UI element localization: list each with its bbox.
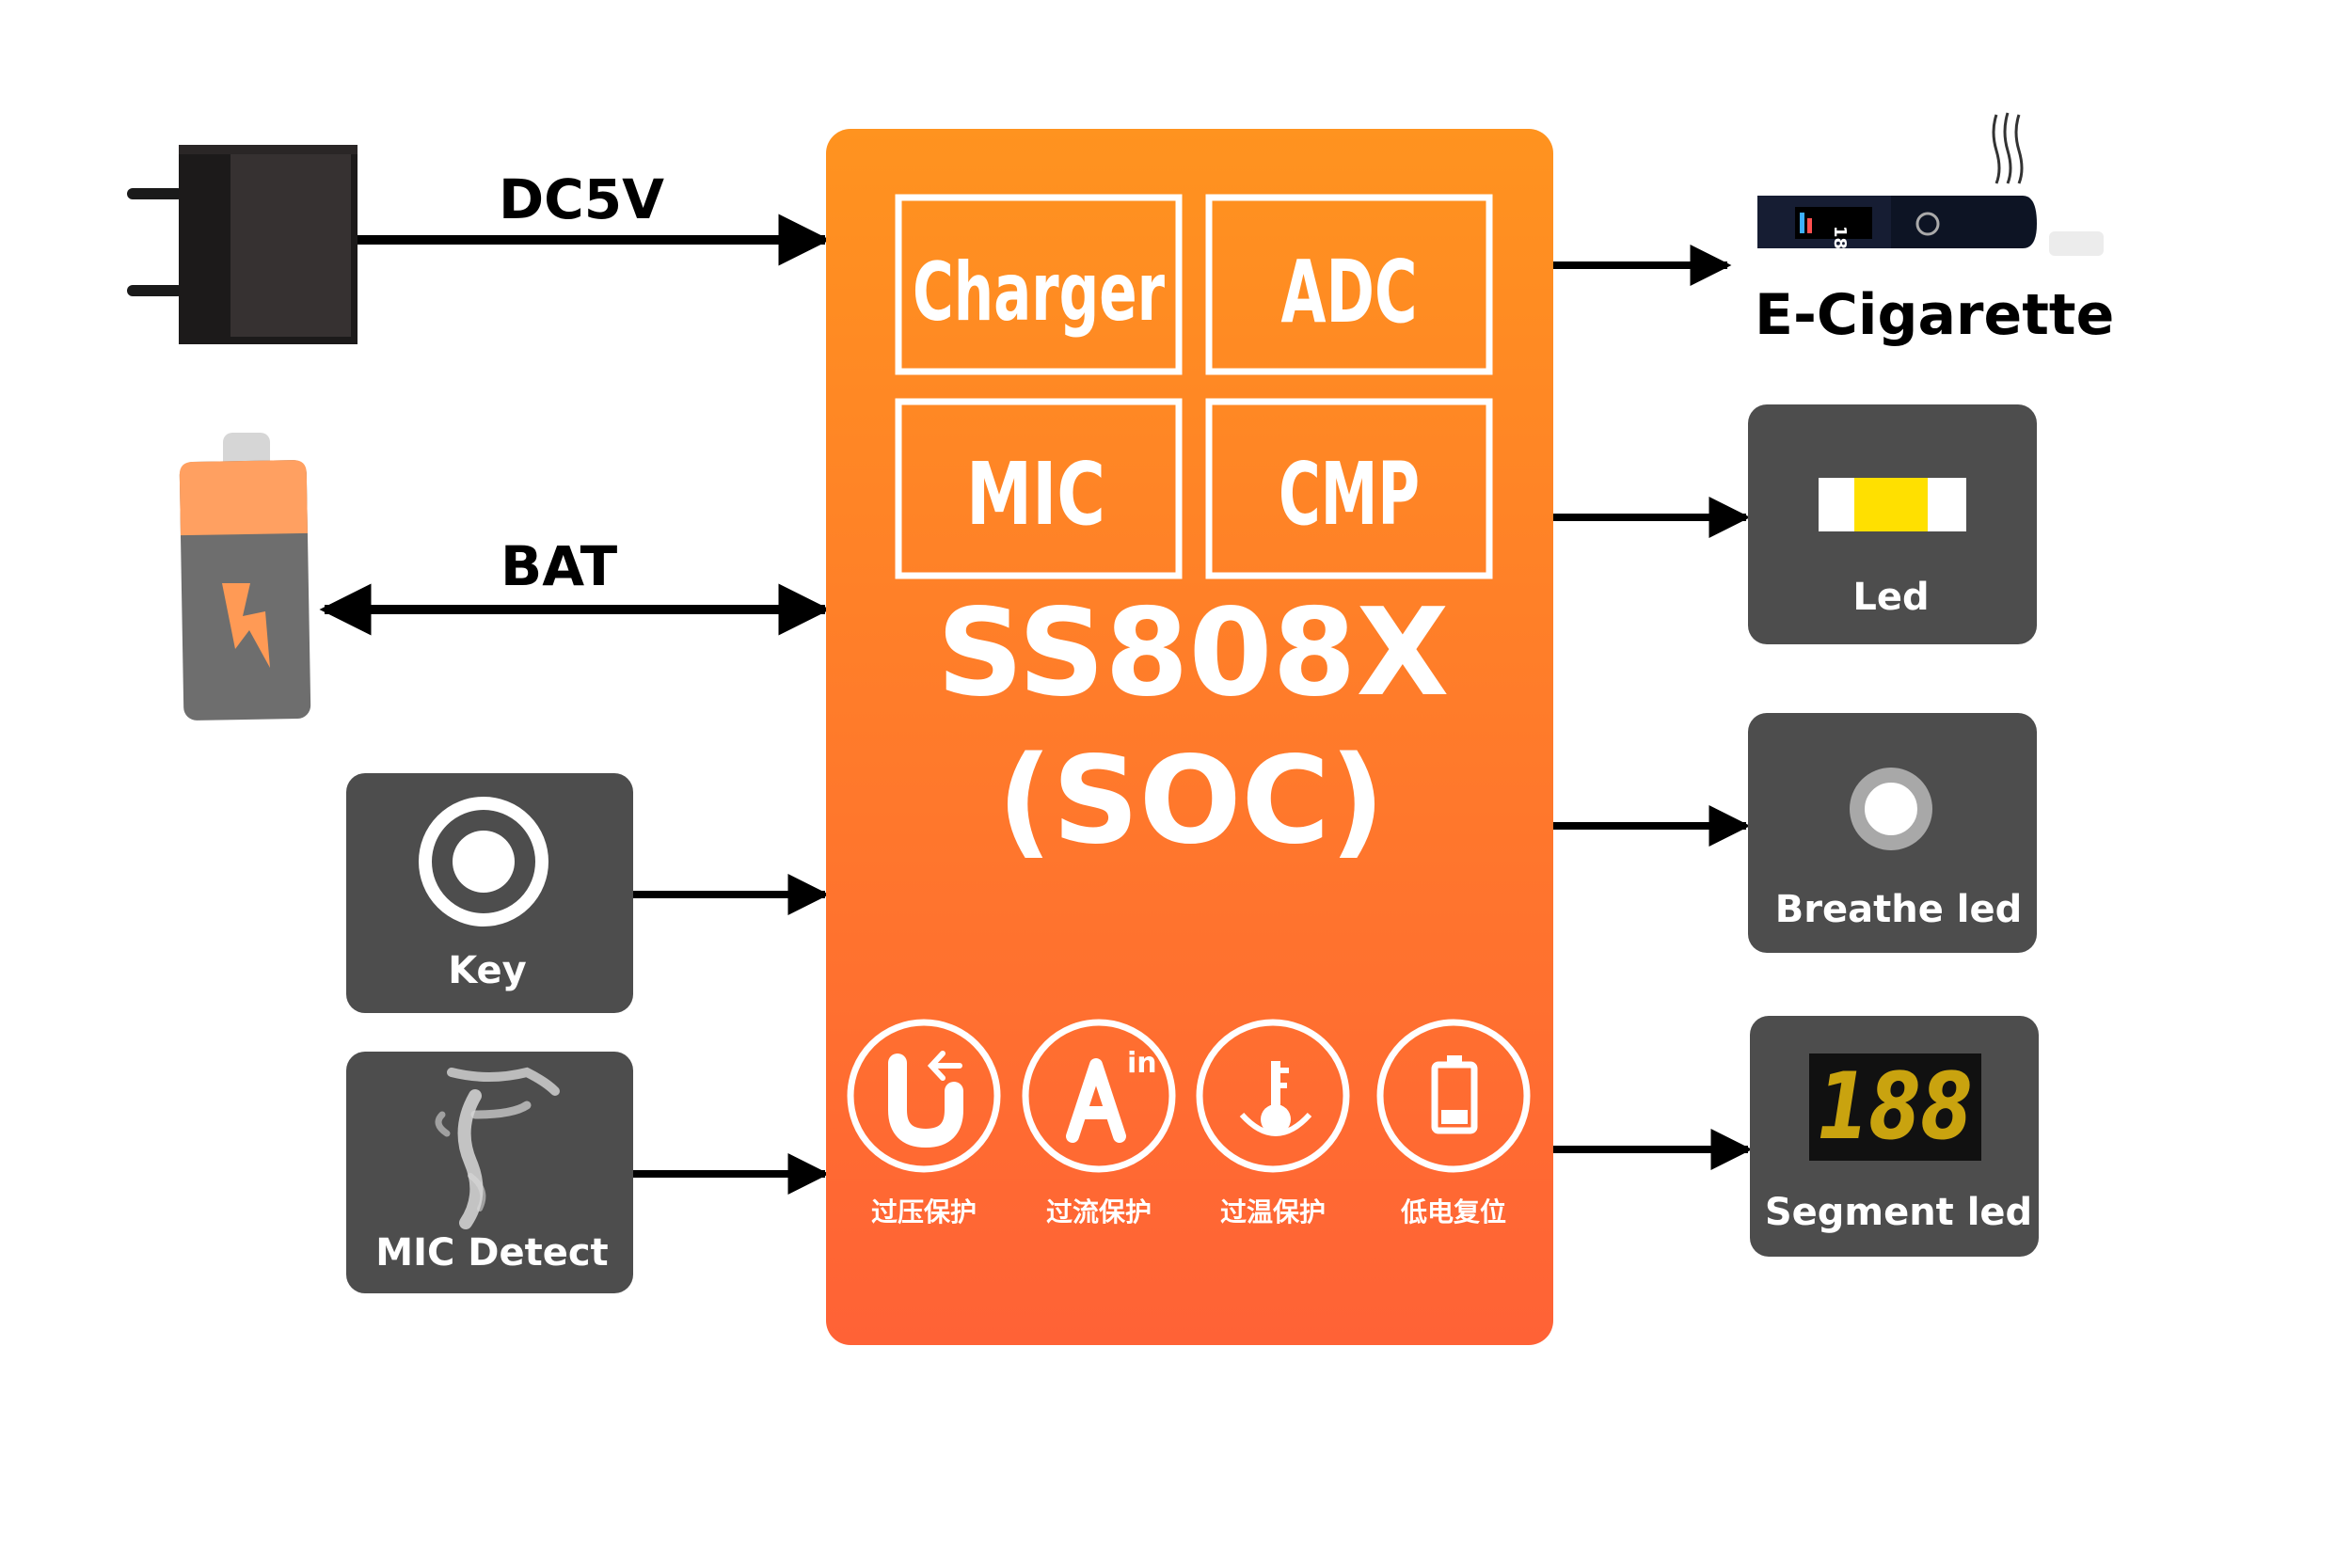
bat-label: BAT	[501, 534, 618, 598]
segment-display	[1809, 1053, 1981, 1161]
overcurrent-label: 过流保护	[1046, 1196, 1152, 1227]
low-voltage-reset: 低电复位	[1376, 1019, 1531, 1227]
overcurrent-protection: in 过流保护	[1022, 1019, 1176, 1227]
module-mic-label: MIC	[966, 444, 1105, 545]
segment-led-box: 188 Segment led	[1750, 1016, 2039, 1257]
thermometer-icon	[1239, 1061, 1312, 1136]
overvoltage-protection: 过压保护	[847, 1019, 1001, 1227]
svg-text:in: in	[1127, 1047, 1157, 1080]
low-voltage-label: 低电复位	[1400, 1196, 1506, 1227]
module-charger-label: Charger	[913, 245, 1165, 340]
mic-detect-label: MIC Detect	[375, 1231, 608, 1275]
soc-chip: Charger ADC MIC CMP SS808X (SOC) 过压保护	[826, 129, 1553, 1345]
segment-value: 188	[1818, 1053, 1973, 1161]
power-adapter-icon	[127, 145, 358, 344]
breathe-led-label: Breathe led	[1775, 888, 2022, 931]
smoke-icon	[435, 1067, 560, 1229]
ampere-in-icon: in	[1066, 1047, 1157, 1143]
battery-low-icon	[1431, 1055, 1478, 1134]
button-icon	[419, 797, 548, 927]
module-cmp: CMP	[1205, 398, 1493, 579]
ecig-screen-text: 18	[1830, 226, 1850, 249]
chip-name: SS808X	[937, 583, 1450, 723]
chip-type: (SOC)	[997, 731, 1385, 871]
dc5v-label: DC5V	[499, 167, 664, 231]
breathe-led-icon	[1850, 768, 1932, 850]
module-charger: Charger	[895, 194, 1183, 375]
battery-icon	[179, 433, 311, 721]
segment-led-label: Segment led	[1765, 1191, 2032, 1234]
overtemperature-protection: 过温保护	[1196, 1019, 1350, 1227]
mic-detect-box: MIC Detect	[346, 1052, 633, 1293]
ecigarette-label: E-Cigarette	[1755, 282, 2114, 348]
key-label: Key	[448, 949, 527, 992]
module-adc-label: ADC	[1281, 242, 1418, 342]
led-label: Led	[1852, 576, 1929, 619]
key-box: Key	[346, 773, 633, 1013]
led-box: Led	[1748, 404, 2037, 644]
magnet-icon	[888, 1051, 963, 1148]
module-adc: ADC	[1205, 194, 1493, 375]
breathe-led-box: Breathe led	[1748, 713, 2037, 953]
module-cmp-label: CMP	[1279, 444, 1420, 545]
overvoltage-label: 过压保护	[871, 1196, 977, 1227]
overtemperature-label: 过温保护	[1220, 1196, 1326, 1227]
ecigarette-icon: 18	[1757, 112, 2104, 256]
module-mic: MIC	[895, 398, 1183, 579]
